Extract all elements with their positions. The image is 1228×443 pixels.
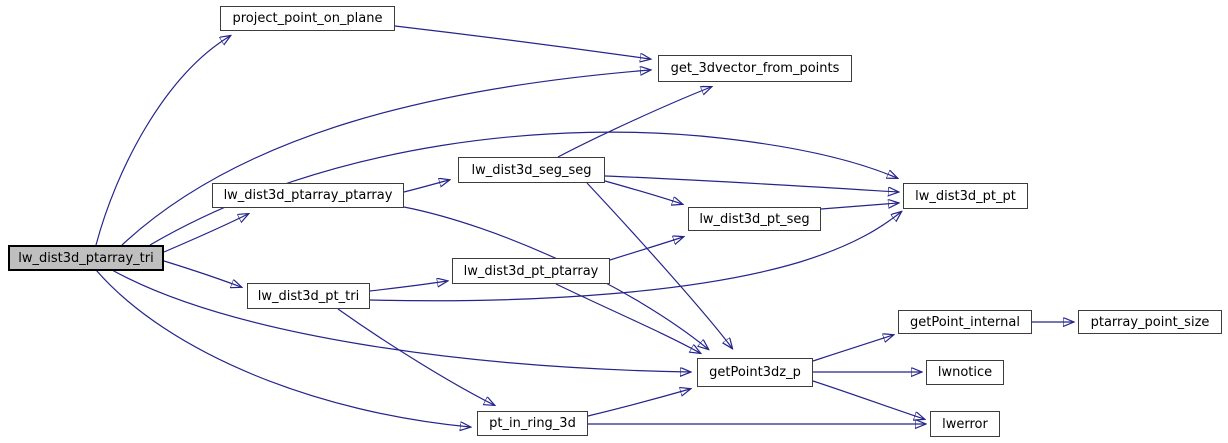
node-pt_in_ring_3d[interactable]: pt_in_ring_3d — [477, 411, 588, 436]
node-lw_dist3d_pt_tri[interactable]: lw_dist3d_pt_tri — [247, 283, 370, 309]
edge-lw_dist3d_seg_seg-to-lw_dist3d_pt_pt — [604, 175, 898, 192]
node-lw_dist3d_pt_pt[interactable]: lw_dist3d_pt_pt — [903, 183, 1028, 209]
edge-lw_dist3d_pt_tri-to-lw_dist3d_pt_ptarray — [369, 281, 447, 292]
edge-lw_dist3d_seg_seg-to-lw_dist3d_pt_seg — [604, 180, 682, 204]
edge-lw_dist3d_pt_seg-to-lw_dist3d_pt_pt — [820, 203, 898, 210]
edge-lw_dist3d_ptarray_ptarray-to-lw_dist3d_seg_seg — [403, 180, 449, 193]
node-lw_dist3d_ptarray_ptarray[interactable]: lw_dist3d_ptarray_ptarray — [212, 183, 404, 208]
edge-project_point_on_plane-to-get_3dvector_from_points — [394, 25, 650, 59]
edge-lw_dist3d_ptarray_tri-to-get_3dvector_from_points — [121, 70, 650, 246]
edge-lw_dist3d_seg_seg-to-get_3dvector_from_points — [557, 87, 711, 158]
edge-lw_dist3d_ptarray_tri-to-lw_dist3d_pt_pt — [149, 131, 897, 246]
edge-getPoint3dz_p-to-getPoint_internal — [812, 335, 893, 362]
edge-lw_dist3d_seg_seg-to-getPoint3dz_p — [586, 182, 732, 348]
edge-lw_dist3d_pt_tri-to-pt_in_ring_3d — [337, 308, 494, 405]
node-lw_dist3d_pt_seg[interactable]: lw_dist3d_pt_seg — [688, 207, 821, 231]
edge-lw_dist3d_ptarray_tri-to-getPoint3dz_p — [111, 269, 690, 372]
node-getPoint3dz_p[interactable]: getPoint3dz_p — [697, 358, 813, 387]
edge-lw_dist3d_pt_ptarray-to-lw_dist3d_pt_seg — [609, 237, 683, 261]
node-lwnotice[interactable]: lwnotice — [926, 360, 1004, 385]
node-project_point_on_plane[interactable]: project_point_on_plane — [220, 6, 395, 31]
node-lwerror[interactable]: lwerror — [930, 411, 1000, 437]
edge-lw_dist3d_ptarray_tri-to-pt_in_ring_3d — [95, 269, 470, 427]
node-lw_dist3d_ptarray_tri: lw_dist3d_ptarray_tri — [8, 245, 164, 271]
node-getPoint_internal[interactable]: getPoint_internal — [898, 310, 1032, 334]
edge-getPoint3dz_p-to-lwerror — [812, 380, 924, 419]
edge-pt_in_ring_3d-to-getPoint3dz_p — [587, 389, 690, 417]
edge-lw_dist3d_ptarray_tri-to-project_point_on_plane — [95, 36, 230, 246]
edge-lw_dist3d_ptarray_tri-to-lw_dist3d_ptarray_ptarray — [163, 214, 248, 253]
node-ptarray_point_size[interactable]: ptarray_point_size — [1078, 310, 1222, 334]
node-get_3dvector_from_points[interactable]: get_3dvector_from_points — [658, 55, 852, 82]
edge-lw_dist3d_pt_ptarray-to-getPoint3dz_p — [555, 283, 700, 353]
node-lw_dist3d_pt_ptarray[interactable]: lw_dist3d_pt_ptarray — [452, 258, 610, 284]
node-lw_dist3d_seg_seg[interactable]: lw_dist3d_seg_seg — [458, 157, 605, 183]
edge-lw_dist3d_ptarray_tri-to-lw_dist3d_pt_tri — [163, 260, 241, 287]
edge-lw_dist3d_pt_tri-to-lw_dist3d_pt_pt — [369, 212, 901, 302]
